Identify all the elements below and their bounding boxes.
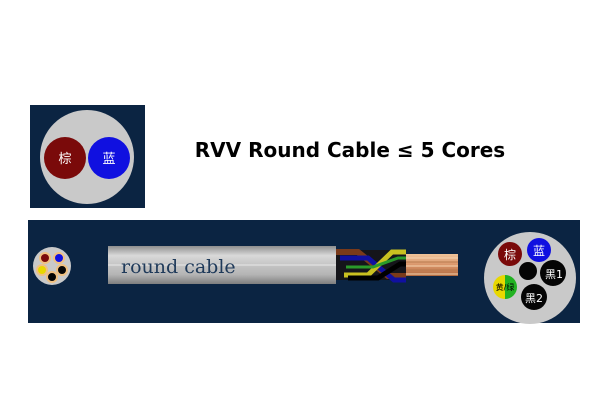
core-blue-label: 蓝: [102, 152, 115, 167]
core-center-filler: [519, 262, 537, 280]
core-blue: [527, 238, 551, 262]
core-yellow-green-label: 黄/绿: [496, 282, 515, 292]
sheath-print-text: round cable: [121, 256, 236, 278]
core-black-1-label: 黑1: [545, 268, 563, 281]
two-core-diagram-panel: 棕 蓝: [30, 105, 145, 208]
core-brown: [44, 137, 86, 179]
cable-sheath: round cable: [108, 246, 336, 284]
cable-stripped-cores: [336, 249, 406, 283]
core-yellow-green: [493, 275, 517, 299]
cable-left-end-view: [33, 247, 71, 285]
page-title: RVV Round Cable ≤ 5 Cores: [194, 138, 506, 162]
core-brown: [498, 242, 522, 266]
copper-strands: [406, 254, 458, 276]
core-brown-label: 棕: [504, 247, 516, 262]
core-black-2-label: 黑2: [525, 292, 543, 305]
core-blue: [88, 137, 130, 179]
cable-diagram-panel: round cable 棕 蓝: [28, 220, 580, 324]
core-brown-label: 棕: [58, 152, 71, 167]
two-core-sheath: [40, 110, 134, 204]
two-core-cross-section: 棕 蓝: [40, 110, 134, 204]
core-blue-label: 蓝: [533, 244, 545, 258]
core-black-1: [540, 260, 566, 286]
cable-illustration: round cable 棕 蓝: [33, 232, 576, 324]
core-black-2: [521, 284, 547, 310]
cable-right-end-view: 棕 蓝 黑1 黑2 黄/绿: [484, 232, 576, 324]
